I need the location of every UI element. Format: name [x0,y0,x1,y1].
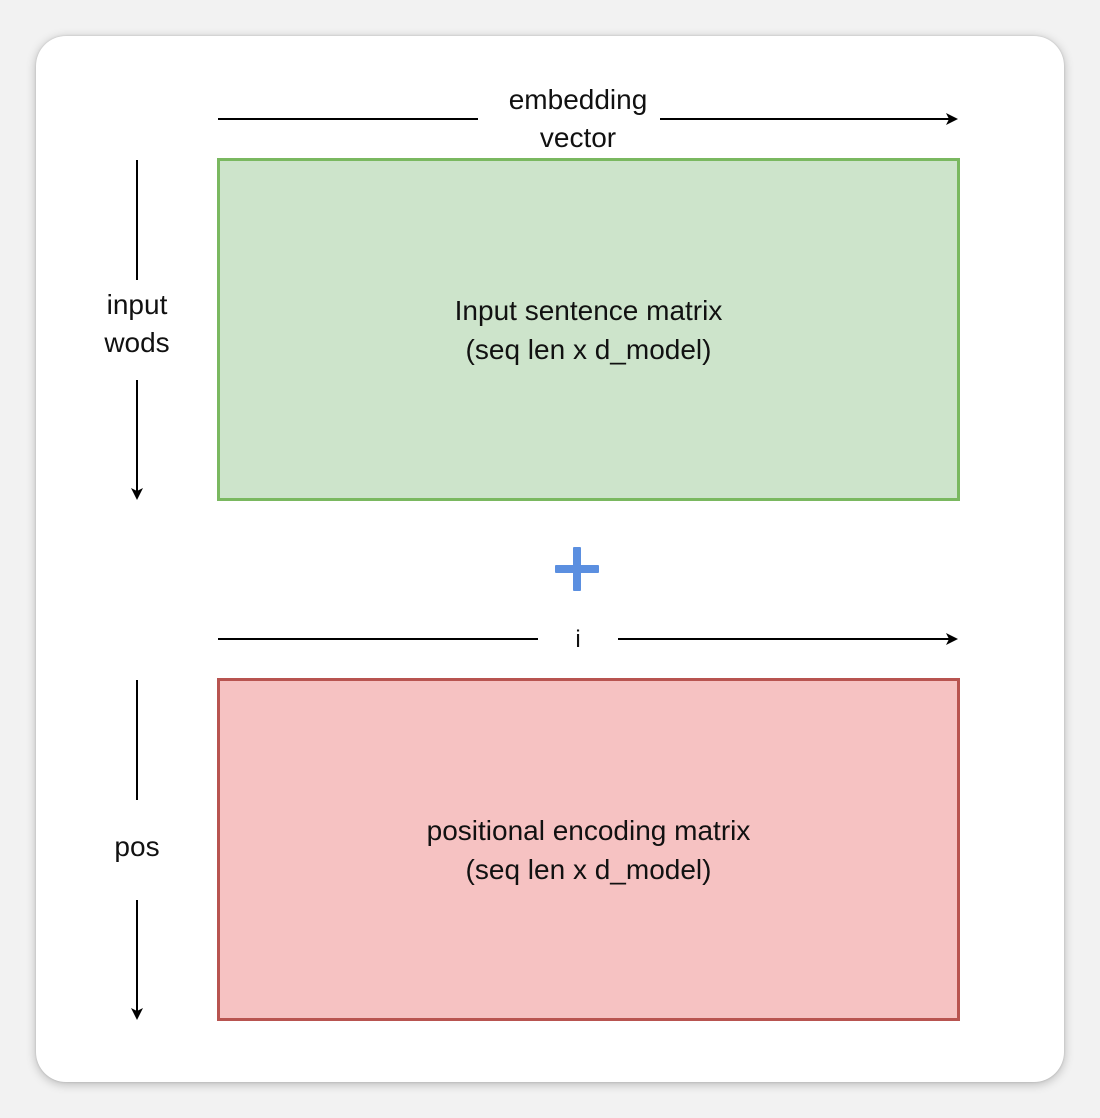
input-words-label: input wods [77,286,197,362]
positional-encoding-matrix: positional encoding matrix (seq len x d_… [217,678,960,1021]
i-label: i [575,626,581,653]
input-sentence-matrix: Input sentence matrix (seq len x d_model… [217,158,960,501]
pe-matrix-dims: (seq len x d_model) [465,853,712,885]
embedding-label-line2: vector [539,122,617,153]
input-words-label-line2: wods [104,327,170,358]
embedding-vector-label: embedding vector [478,81,678,157]
input-matrix-title: Input sentence matrix [454,294,723,326]
input-matrix-dims: (seq len x d_model) [465,333,712,365]
embedding-label-line1: embedding [508,84,648,115]
input-words-label-line1: input [106,289,168,320]
pe-matrix-title: positional encoding matrix [426,814,751,846]
plus-icon [555,547,599,591]
pos-label: pos [114,831,160,862]
